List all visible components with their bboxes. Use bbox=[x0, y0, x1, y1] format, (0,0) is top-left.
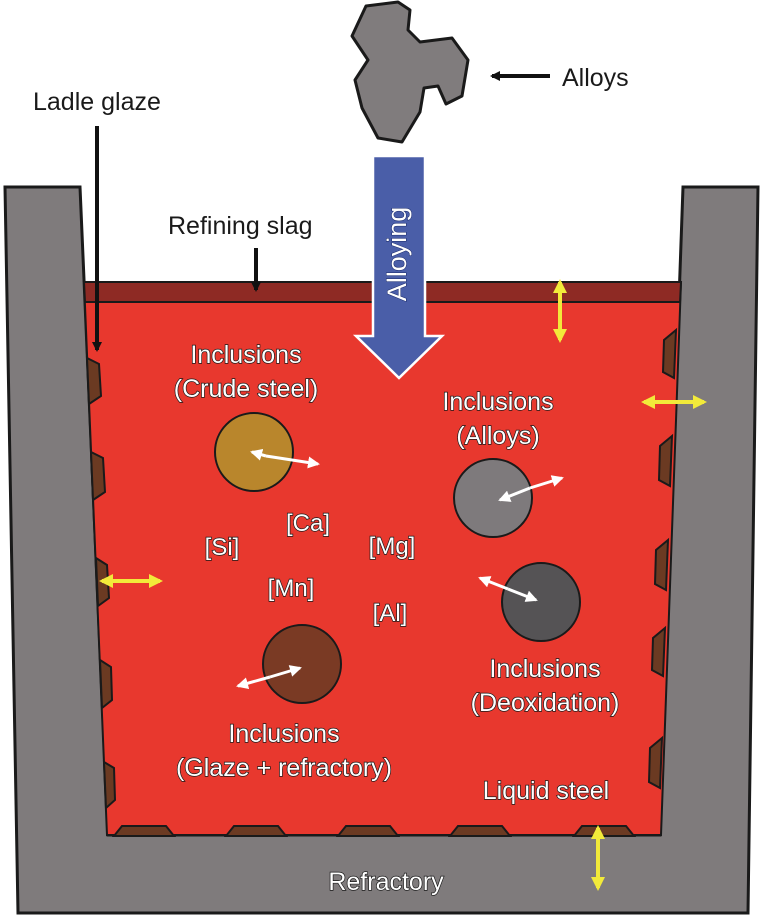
motion-arrow-crude-steel bbox=[250, 448, 267, 461]
alloying-label: Alloying bbox=[382, 207, 412, 302]
ladle-glaze-deposits bbox=[85, 327, 678, 837]
inclusion-alloys bbox=[453, 458, 533, 538]
motion-arrow-crude-steel bbox=[265, 454, 320, 469]
motion-arrow-alloys bbox=[498, 486, 531, 502]
motion-arrow-glaze bbox=[269, 665, 302, 679]
element-si: [Si] bbox=[205, 534, 240, 561]
motion-arrow-glaze bbox=[236, 675, 271, 690]
element-mg: [Mg] bbox=[369, 533, 416, 560]
interface-exchange-arrows bbox=[99, 279, 707, 891]
refining-slag-label: Refining slag bbox=[168, 212, 313, 240]
inclusions-crude-steel-sublabel: (Crude steel) bbox=[174, 375, 319, 403]
motion-arrow-alloys bbox=[529, 475, 564, 490]
inclusion-motion-arrows bbox=[236, 448, 564, 690]
motion-arrow-deoxidation bbox=[507, 587, 538, 602]
ladle-glaze-label: Ladle glaze bbox=[33, 88, 161, 116]
element-mn: [Mn] bbox=[268, 575, 315, 602]
inclusion-deoxidation bbox=[501, 562, 581, 642]
inclusion-glaze-refractory bbox=[262, 624, 342, 704]
motion-arrow-deoxidation bbox=[478, 576, 509, 591]
refractory-label: Refractory bbox=[328, 868, 444, 896]
liquid-steel-label: Liquid steel bbox=[483, 777, 609, 805]
element-ca: [Ca] bbox=[286, 510, 330, 537]
alloys-label: Alloys bbox=[562, 64, 629, 92]
inclusions-crude-steel-label: Inclusions bbox=[190, 341, 301, 369]
inclusions-glaze-sublabel: (Glaze + refractory) bbox=[176, 754, 392, 782]
alloying-arrow bbox=[352, 154, 446, 380]
inclusions-alloys-label: Inclusions bbox=[442, 388, 553, 416]
inclusions-deoxidation-sublabel: (Deoxidation) bbox=[471, 689, 620, 717]
alloy-lump bbox=[350, 0, 470, 144]
inclusions-alloys-sublabel: (Alloys) bbox=[456, 422, 539, 450]
element-al: [Al] bbox=[373, 600, 408, 627]
inclusions-deoxidation-label: Inclusions bbox=[489, 655, 600, 683]
inclusions-glaze-label: Inclusions bbox=[228, 720, 339, 748]
